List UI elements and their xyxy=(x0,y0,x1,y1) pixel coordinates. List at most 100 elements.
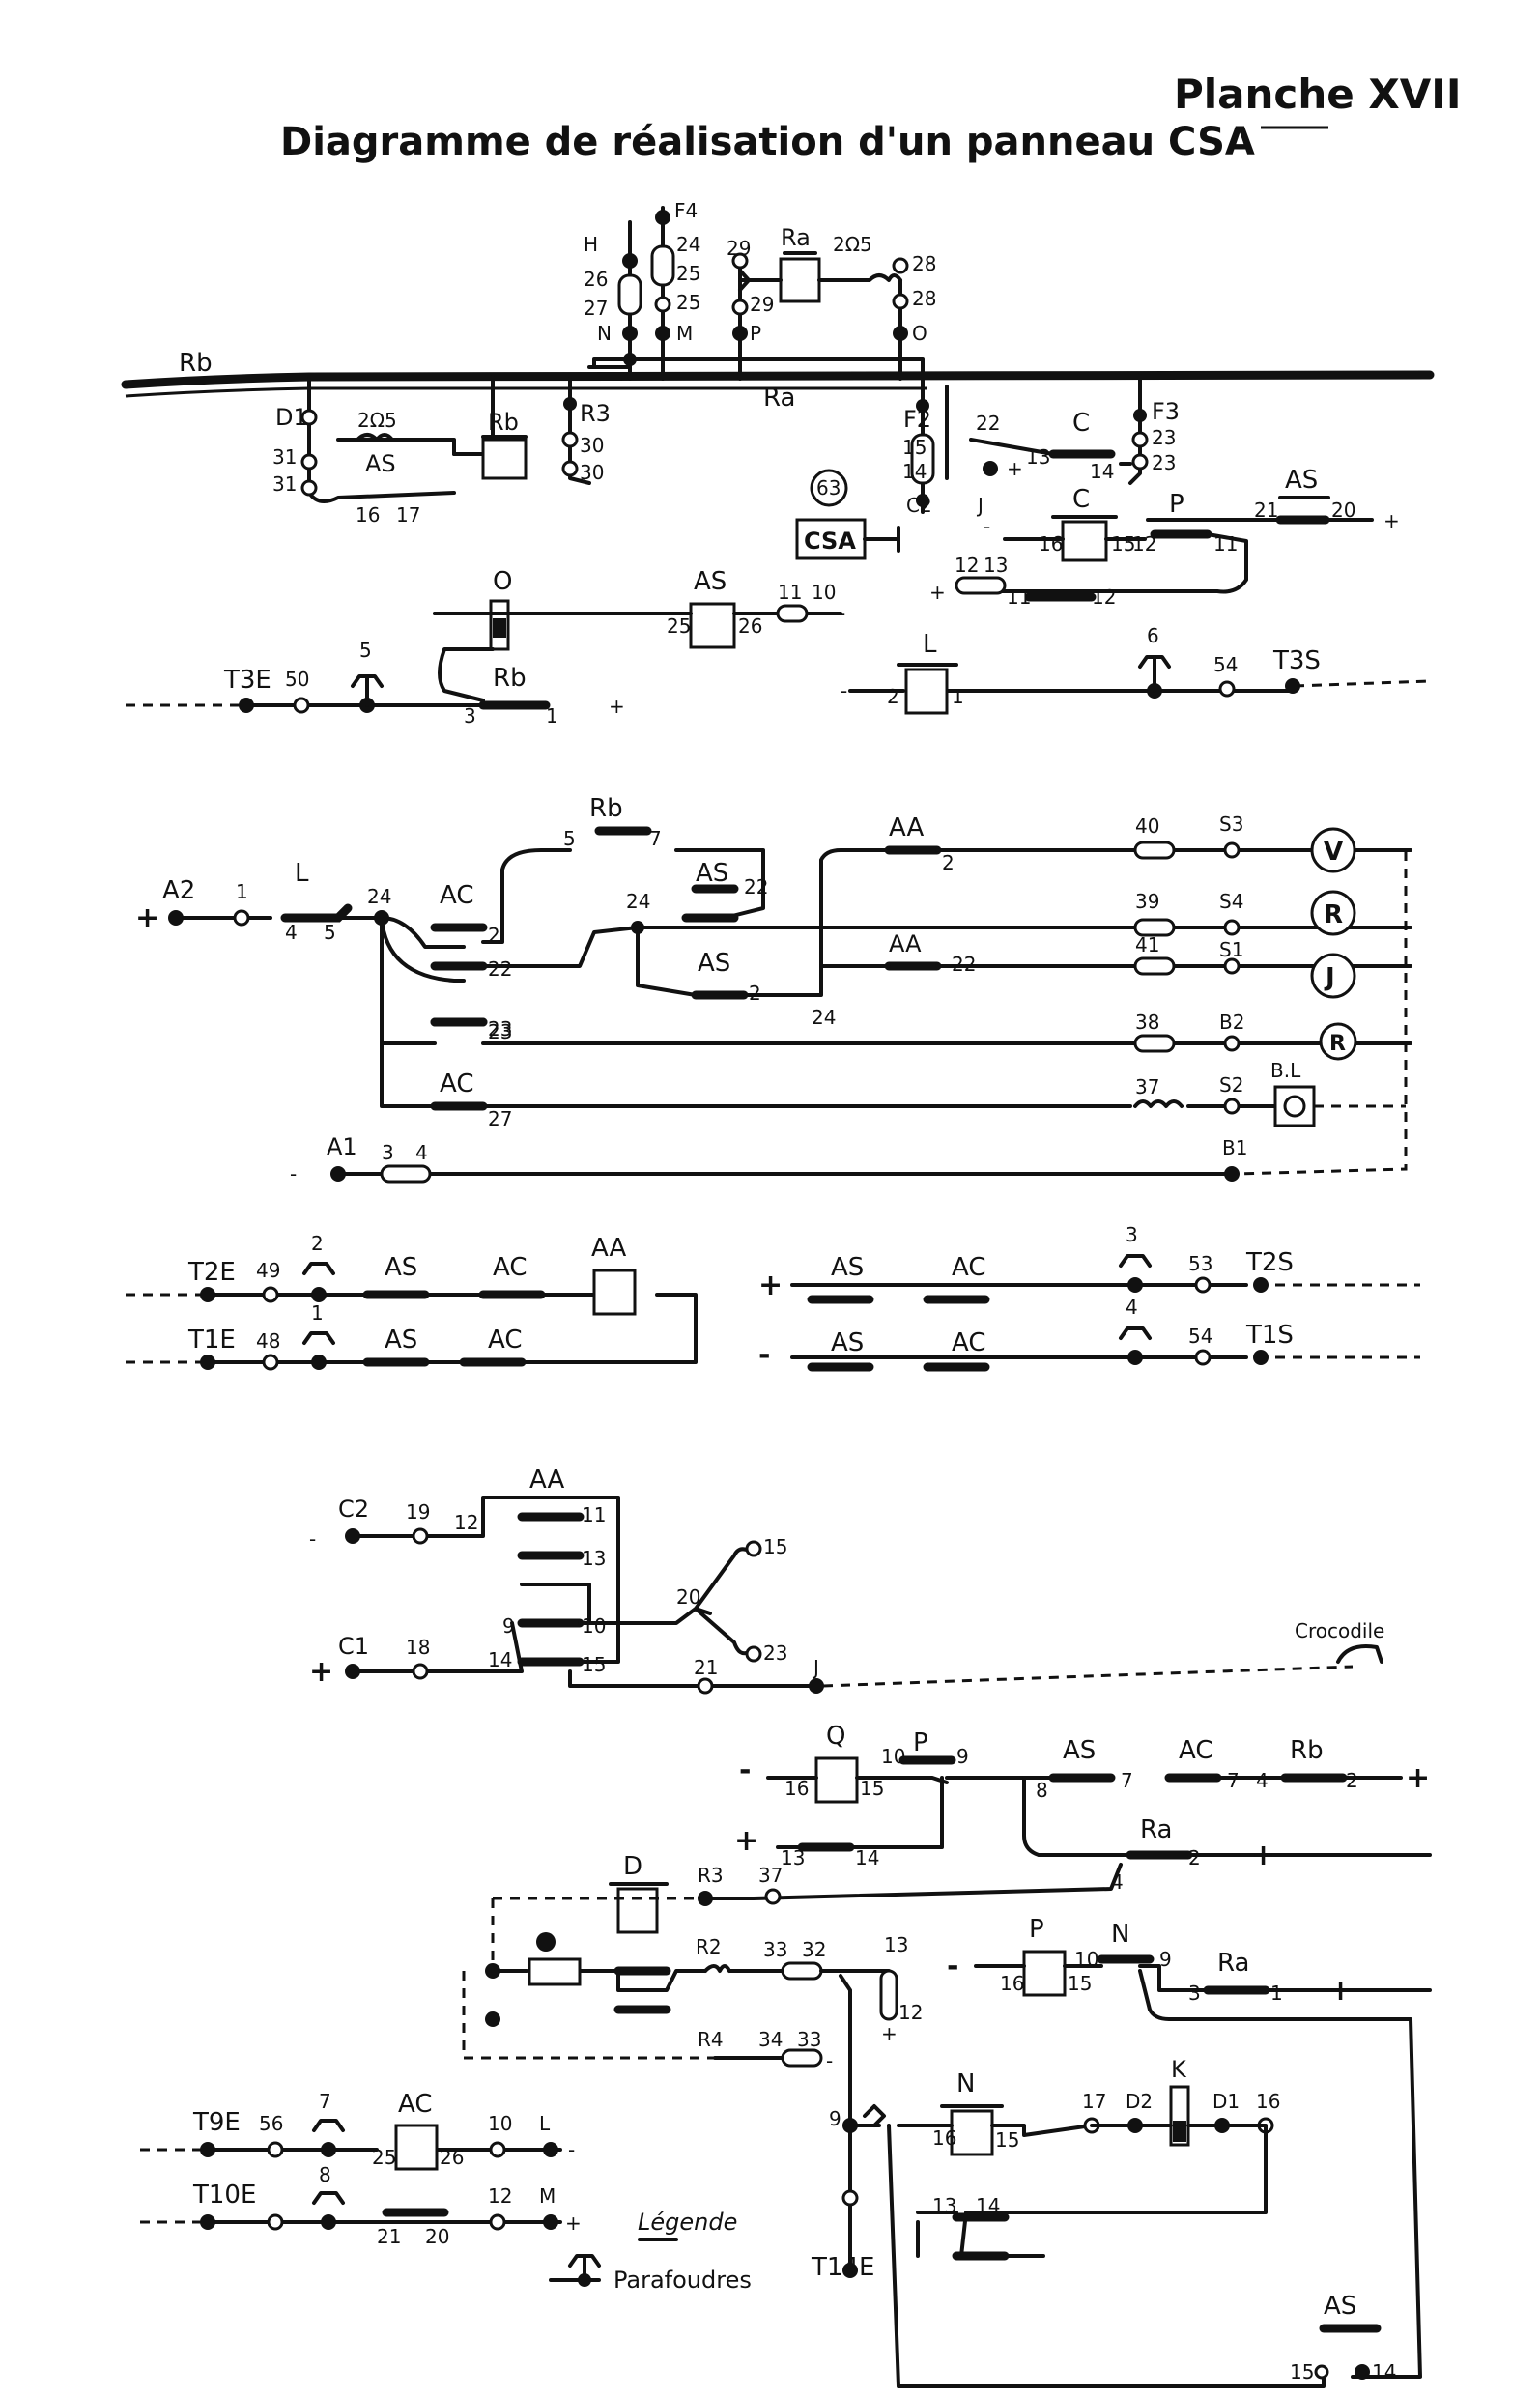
svg-text:28: 28 xyxy=(912,287,936,310)
svg-text:R: R xyxy=(1329,1032,1346,1056)
svg-text:1: 1 xyxy=(952,685,964,708)
svg-text:15: 15 xyxy=(1068,1972,1092,1995)
svg-text:T1S: T1S xyxy=(1245,1321,1294,1350)
svg-text:O: O xyxy=(493,567,512,596)
svg-text:15: 15 xyxy=(1111,532,1135,556)
svg-text:P: P xyxy=(1029,1915,1044,1944)
svg-text:15: 15 xyxy=(860,1777,884,1800)
svg-text:T1E: T1E xyxy=(187,1326,236,1355)
relay-p-contact: P 12 11 xyxy=(969,490,1248,594)
svg-text:S2: S2 xyxy=(1219,1073,1243,1097)
svg-text:L: L xyxy=(295,859,309,888)
svg-text:20: 20 xyxy=(425,2225,449,2248)
svg-text:11: 11 xyxy=(1007,585,1031,609)
svg-text:30: 30 xyxy=(580,461,604,484)
svg-text:S3: S3 xyxy=(1219,813,1243,836)
svg-text:Ra: Ra xyxy=(781,224,811,251)
circled-63-label: 63 xyxy=(816,476,841,499)
svg-text:12: 12 xyxy=(1092,585,1116,609)
svg-text:+: + xyxy=(1383,509,1400,532)
svg-text:-: - xyxy=(947,1950,958,1983)
svg-text:3: 3 xyxy=(1188,1982,1201,2005)
svg-text:F2: F2 xyxy=(903,406,931,433)
svg-text:29: 29 xyxy=(727,237,751,260)
n-relay-block: 9 T14E N 16 15 17 D2 K D1 16 13 14 xyxy=(811,2037,1326,2388)
lines-t9-t10: T9E T10E 56 7 8 AC 25 26 21 20 10 12 L M… xyxy=(140,2090,582,2248)
svg-text:-: - xyxy=(841,679,847,702)
svg-text:J: J xyxy=(1324,963,1335,992)
svg-text:38: 38 xyxy=(1135,1011,1159,1034)
relay-as-right-top: AS 21 20 + xyxy=(1206,466,1400,532)
svg-text:6: 6 xyxy=(1147,624,1159,647)
svg-text:AS: AS xyxy=(365,450,396,477)
svg-text:20: 20 xyxy=(676,1585,700,1609)
svg-text:11: 11 xyxy=(1213,532,1238,556)
svg-text:3: 3 xyxy=(382,1141,394,1164)
svg-text:J: J xyxy=(812,1656,819,1679)
svg-text:AC: AC xyxy=(493,1253,527,1282)
csa-lead xyxy=(863,526,900,553)
lamp-j xyxy=(1310,953,1356,999)
svg-text:Ra: Ra xyxy=(1140,1815,1172,1844)
svg-text:AC: AC xyxy=(952,1328,985,1357)
svg-text:16: 16 xyxy=(356,503,380,527)
svg-text:27: 27 xyxy=(488,1107,512,1130)
contact-column-f3: F4 24 25 25 M xyxy=(650,199,700,381)
rail-label-rb: Rb xyxy=(179,349,213,378)
q-p-relay-line: - Q 16 15 P 10 9 AS AC Rb 8 7 7 4 2 + xyxy=(739,1722,1432,1857)
svg-text:5: 5 xyxy=(563,827,576,850)
svg-text:32: 32 xyxy=(802,1938,826,1961)
svg-text:8: 8 xyxy=(319,2163,331,2186)
svg-text:+: + xyxy=(135,901,159,935)
svg-text:P: P xyxy=(750,322,761,345)
lamp-r1 xyxy=(1310,890,1356,936)
svg-text:23: 23 xyxy=(488,1017,512,1041)
svg-text:12: 12 xyxy=(955,554,979,577)
svg-text:2: 2 xyxy=(749,982,761,1005)
svg-text:16: 16 xyxy=(784,1777,809,1800)
svg-text:25: 25 xyxy=(372,2146,396,2169)
svg-text:2: 2 xyxy=(942,851,955,874)
svg-text:AS: AS xyxy=(1063,1736,1096,1765)
contact-column-h: F2 15 14 C2 22 J + xyxy=(902,385,1023,517)
svg-text:8: 8 xyxy=(1036,1779,1048,1802)
svg-text:18: 18 xyxy=(406,1636,430,1659)
legend: Légende Parafoudres xyxy=(549,2209,752,2294)
svg-text:S4: S4 xyxy=(1219,890,1243,913)
svg-text:T14E: T14E xyxy=(811,2253,874,2282)
svg-text:AS: AS xyxy=(385,1253,417,1282)
lines-t2-t1-entry: T2E T1E 49 48 2 1 AS AC AA AS AC xyxy=(126,1232,698,1371)
svg-text:16: 16 xyxy=(1000,1972,1024,1995)
svg-text:AS: AS xyxy=(698,949,730,978)
svg-text:14: 14 xyxy=(1372,2360,1396,2383)
svg-text:Rb: Rb xyxy=(488,409,519,436)
contacts-12-13: + 12 13 11 12 xyxy=(929,554,1116,609)
svg-text:14: 14 xyxy=(855,1846,879,1869)
svg-text:C2: C2 xyxy=(338,1496,369,1523)
svg-text:15: 15 xyxy=(763,1535,787,1558)
legend-item-parafoudres: Parafoudres xyxy=(613,2267,752,2294)
svg-text:41: 41 xyxy=(1135,933,1159,956)
svg-text:+: + xyxy=(1007,457,1023,480)
svg-text:16: 16 xyxy=(1039,532,1063,556)
svg-text:10: 10 xyxy=(812,581,836,604)
svg-text:13: 13 xyxy=(932,2194,956,2217)
svg-text:-: - xyxy=(290,1162,297,1185)
svg-text:33: 33 xyxy=(763,1938,787,1961)
svg-text:Rb: Rb xyxy=(589,794,623,823)
svg-text:7: 7 xyxy=(1227,1769,1240,1792)
svg-text:D2: D2 xyxy=(1126,2090,1153,2113)
svg-text:B2: B2 xyxy=(1219,1011,1244,1034)
svg-text:AS: AS xyxy=(1324,2292,1356,2321)
svg-text:L: L xyxy=(539,2112,551,2135)
svg-text:26: 26 xyxy=(738,614,762,638)
svg-text:+: + xyxy=(929,581,946,604)
svg-text:AS: AS xyxy=(694,567,727,596)
svg-text:9: 9 xyxy=(829,2107,841,2130)
ra-contact-upper: Ra 4 2 + xyxy=(1111,1815,1275,1894)
svg-text:T10E: T10E xyxy=(192,2181,256,2210)
svg-text:4: 4 xyxy=(1256,1769,1269,1792)
csa-box-label: CSA xyxy=(804,528,856,555)
svg-text:R4: R4 xyxy=(698,2028,724,2051)
svg-text:AC: AC xyxy=(1179,1736,1212,1765)
